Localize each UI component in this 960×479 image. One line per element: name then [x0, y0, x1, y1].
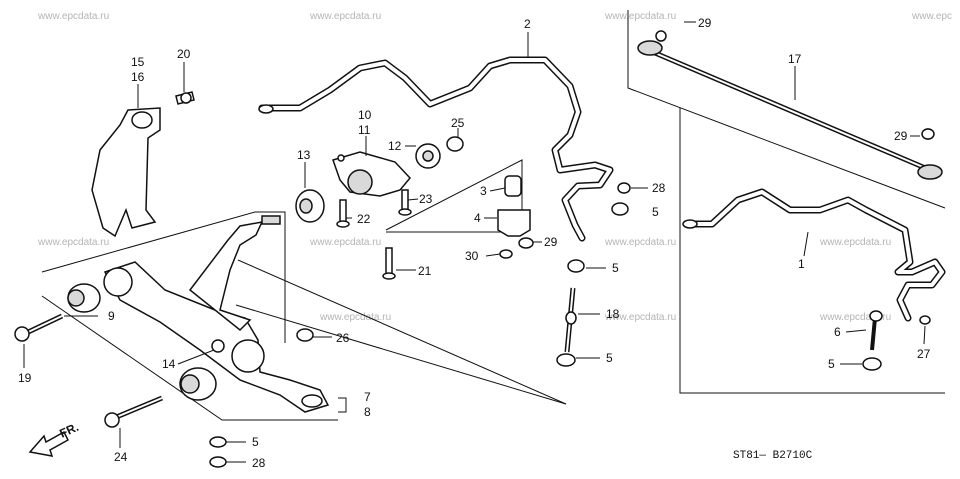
label-29-top: 29	[698, 16, 712, 30]
stabilizer-link-18	[564, 287, 577, 353]
bushing-12	[415, 143, 441, 169]
label-28-front: 28	[652, 181, 666, 195]
watermark: www.epcdata.ru	[309, 237, 381, 248]
label-20: 20	[177, 47, 191, 61]
label-16: 16	[131, 70, 145, 84]
label-5-a: 5	[652, 205, 659, 219]
label-26: 26	[336, 331, 350, 345]
label-12: 12	[388, 139, 402, 153]
leader-lines	[23, 21, 926, 463]
watermarks: www.epcdata.ru www.epcdata.ru www.epcdat…	[37, 11, 952, 323]
watermark: www.epcdata.ru	[37, 237, 109, 248]
lower-arm-bushings	[67, 283, 225, 401]
label-1: 1	[798, 257, 805, 271]
watermark: www.epcdata.ru	[604, 312, 676, 323]
watermark: www.epcdata.ru	[604, 11, 676, 22]
label-8: 8	[364, 405, 371, 419]
label-27: 27	[917, 347, 931, 361]
label-2: 2	[524, 17, 531, 31]
label-19: 19	[18, 371, 32, 385]
label-7: 7	[364, 390, 371, 404]
bushing-13	[295, 189, 325, 223]
performance-rod	[637, 30, 943, 180]
label-5-b: 5	[612, 261, 619, 275]
bolts-22-23-21	[336, 189, 412, 280]
label-24: 24	[114, 450, 128, 464]
label-6: 6	[834, 325, 841, 339]
label-4: 4	[474, 211, 481, 225]
stabilizer-holder	[497, 175, 534, 259]
label-9: 9	[108, 309, 115, 323]
label-29-right: 29	[894, 129, 908, 143]
label-14: 14	[162, 357, 176, 371]
bolt-19	[14, 313, 64, 342]
label-21: 21	[418, 264, 432, 278]
label-10: 10	[358, 108, 372, 122]
watermark: www.epcdata.ru	[309, 11, 381, 22]
label-5-d: 5	[252, 435, 259, 449]
nuts-lower	[209, 328, 314, 468]
rear-link-6	[869, 128, 935, 351]
label-28-lower: 28	[252, 456, 266, 470]
label-30: 30	[465, 249, 479, 263]
part-labels: 2 15 16 20 10 11 12 25 13 3 4 23 22 21 3…	[18, 16, 931, 470]
label-23: 23	[419, 192, 433, 206]
bolt-24	[104, 395, 163, 428]
nuts-5	[556, 182, 882, 371]
group-outlines	[41, 10, 946, 421]
label-5-c: 5	[606, 351, 613, 365]
watermark: www.epcdata.ru	[819, 312, 891, 323]
lower-arm	[103, 215, 330, 413]
label-25: 25	[451, 116, 465, 130]
diagram-code: ST81— B2710C	[733, 450, 813, 462]
label-22: 22	[357, 212, 371, 226]
label-29-front: 29	[544, 235, 558, 249]
front-direction-arrow: FR.	[28, 420, 81, 457]
label-18: 18	[606, 307, 620, 321]
label-17: 17	[788, 52, 802, 66]
watermark: www.epcdata.ru	[319, 312, 391, 323]
watermark: www.epcdata.ru	[604, 237, 676, 248]
label-5-e: 5	[828, 357, 835, 371]
label-15: 15	[131, 55, 145, 69]
direction-label: FR.	[57, 420, 80, 441]
label-3: 3	[480, 184, 487, 198]
nut-25	[446, 136, 464, 152]
watermark: www.epc	[911, 11, 952, 22]
watermark: www.epcdata.ru	[37, 11, 109, 22]
knuckle-bracket	[91, 91, 195, 238]
stabilizer-bar-rear	[682, 188, 946, 322]
label-11: 11	[358, 123, 371, 137]
label-13: 13	[297, 148, 311, 162]
watermark: www.epcdata.ru	[819, 237, 891, 248]
stabilizer-bar-front	[258, 56, 614, 242]
compliance-bushing	[332, 151, 412, 197]
